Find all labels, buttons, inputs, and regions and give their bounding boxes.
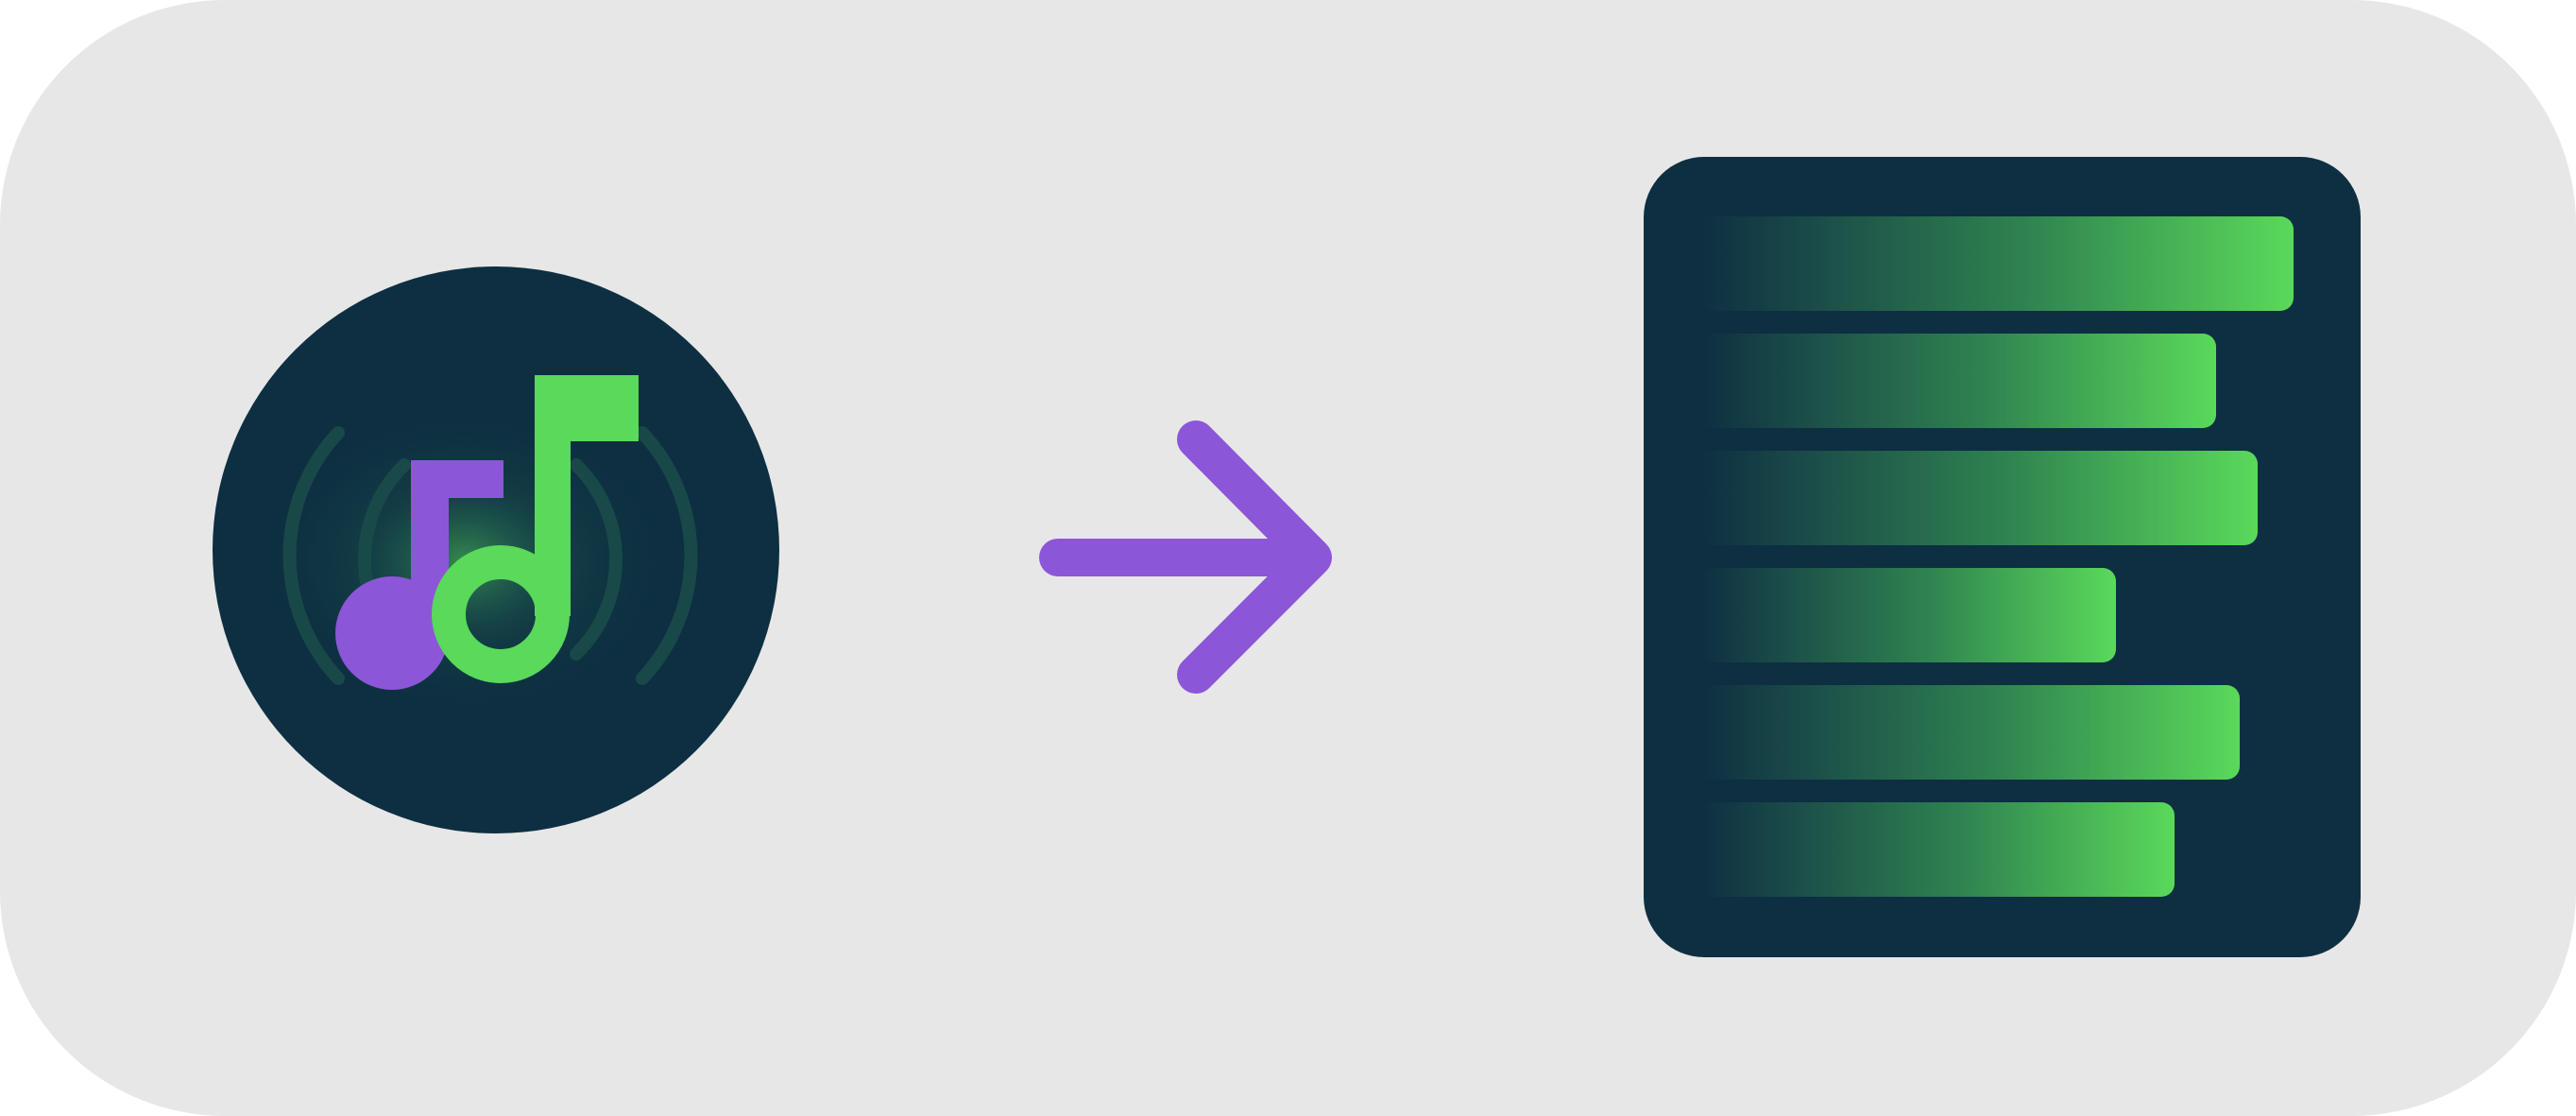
sound-wave-arc-right-outer (636, 426, 698, 685)
purple-note-head (335, 576, 449, 690)
arrow-right-icon (1039, 421, 1332, 694)
output-bar (1700, 802, 2175, 897)
output-bar (1700, 216, 2294, 311)
output-bar (1700, 568, 2116, 662)
audio-source-group (213, 266, 779, 833)
green-note-flag (535, 375, 639, 441)
sound-wave-arc-right-inner (570, 458, 623, 661)
output-bar (1700, 685, 2240, 780)
sound-wave-arc-left-outer (282, 426, 345, 685)
purple-note-flag (411, 460, 503, 498)
output-bar (1700, 334, 2216, 428)
output-bar (1700, 451, 2258, 545)
green-music-note-icon (432, 375, 639, 683)
green-note-head (432, 545, 570, 683)
bar-list (1700, 216, 2294, 897)
arrow-head (1177, 421, 1332, 694)
output-card (1644, 157, 2361, 957)
